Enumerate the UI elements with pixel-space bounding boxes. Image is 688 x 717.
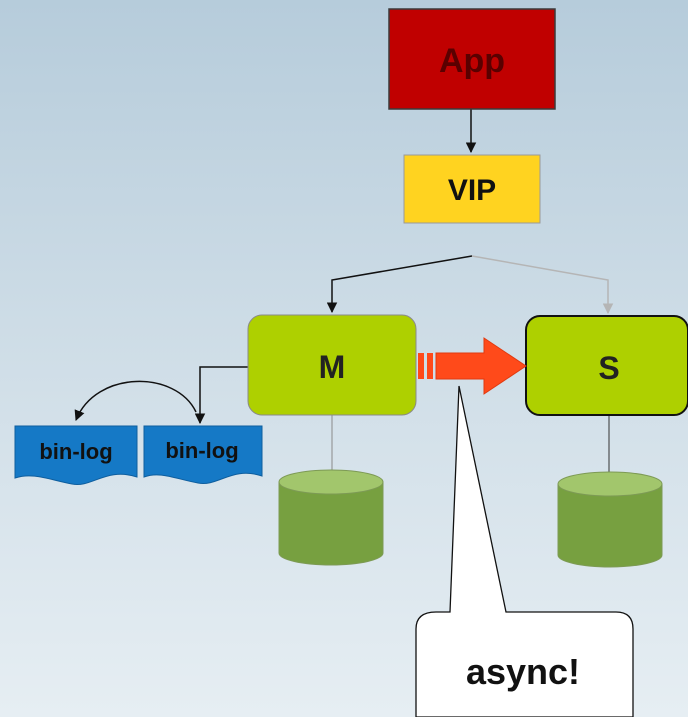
slave-database-icon xyxy=(557,471,663,568)
binlog-document-2: bin-log xyxy=(143,425,263,484)
master-label: M xyxy=(319,349,346,385)
binlog-2-label: bin-log xyxy=(165,438,238,463)
slave-node: S xyxy=(525,315,688,416)
binlog-1-label: bin-log xyxy=(39,439,112,464)
vip-label: VIP xyxy=(448,174,496,207)
master-database-icon xyxy=(278,469,384,566)
async-callout: async! xyxy=(415,385,634,717)
replication-arrow xyxy=(418,337,527,395)
binlog-document-1: bin-log xyxy=(14,425,138,485)
app-label: App xyxy=(439,42,505,80)
app-node: App xyxy=(388,8,556,110)
binlog-rotation-arrow xyxy=(74,380,197,421)
vip-node: VIP xyxy=(403,154,541,224)
vip-to-slave-arrow xyxy=(471,255,614,315)
slave-label: S xyxy=(598,350,619,386)
master-to-binlog-arrow xyxy=(194,366,248,425)
master-node: M xyxy=(247,314,417,416)
vip-to-master-arrow xyxy=(326,255,473,314)
async-callout-text: async! xyxy=(466,651,580,692)
